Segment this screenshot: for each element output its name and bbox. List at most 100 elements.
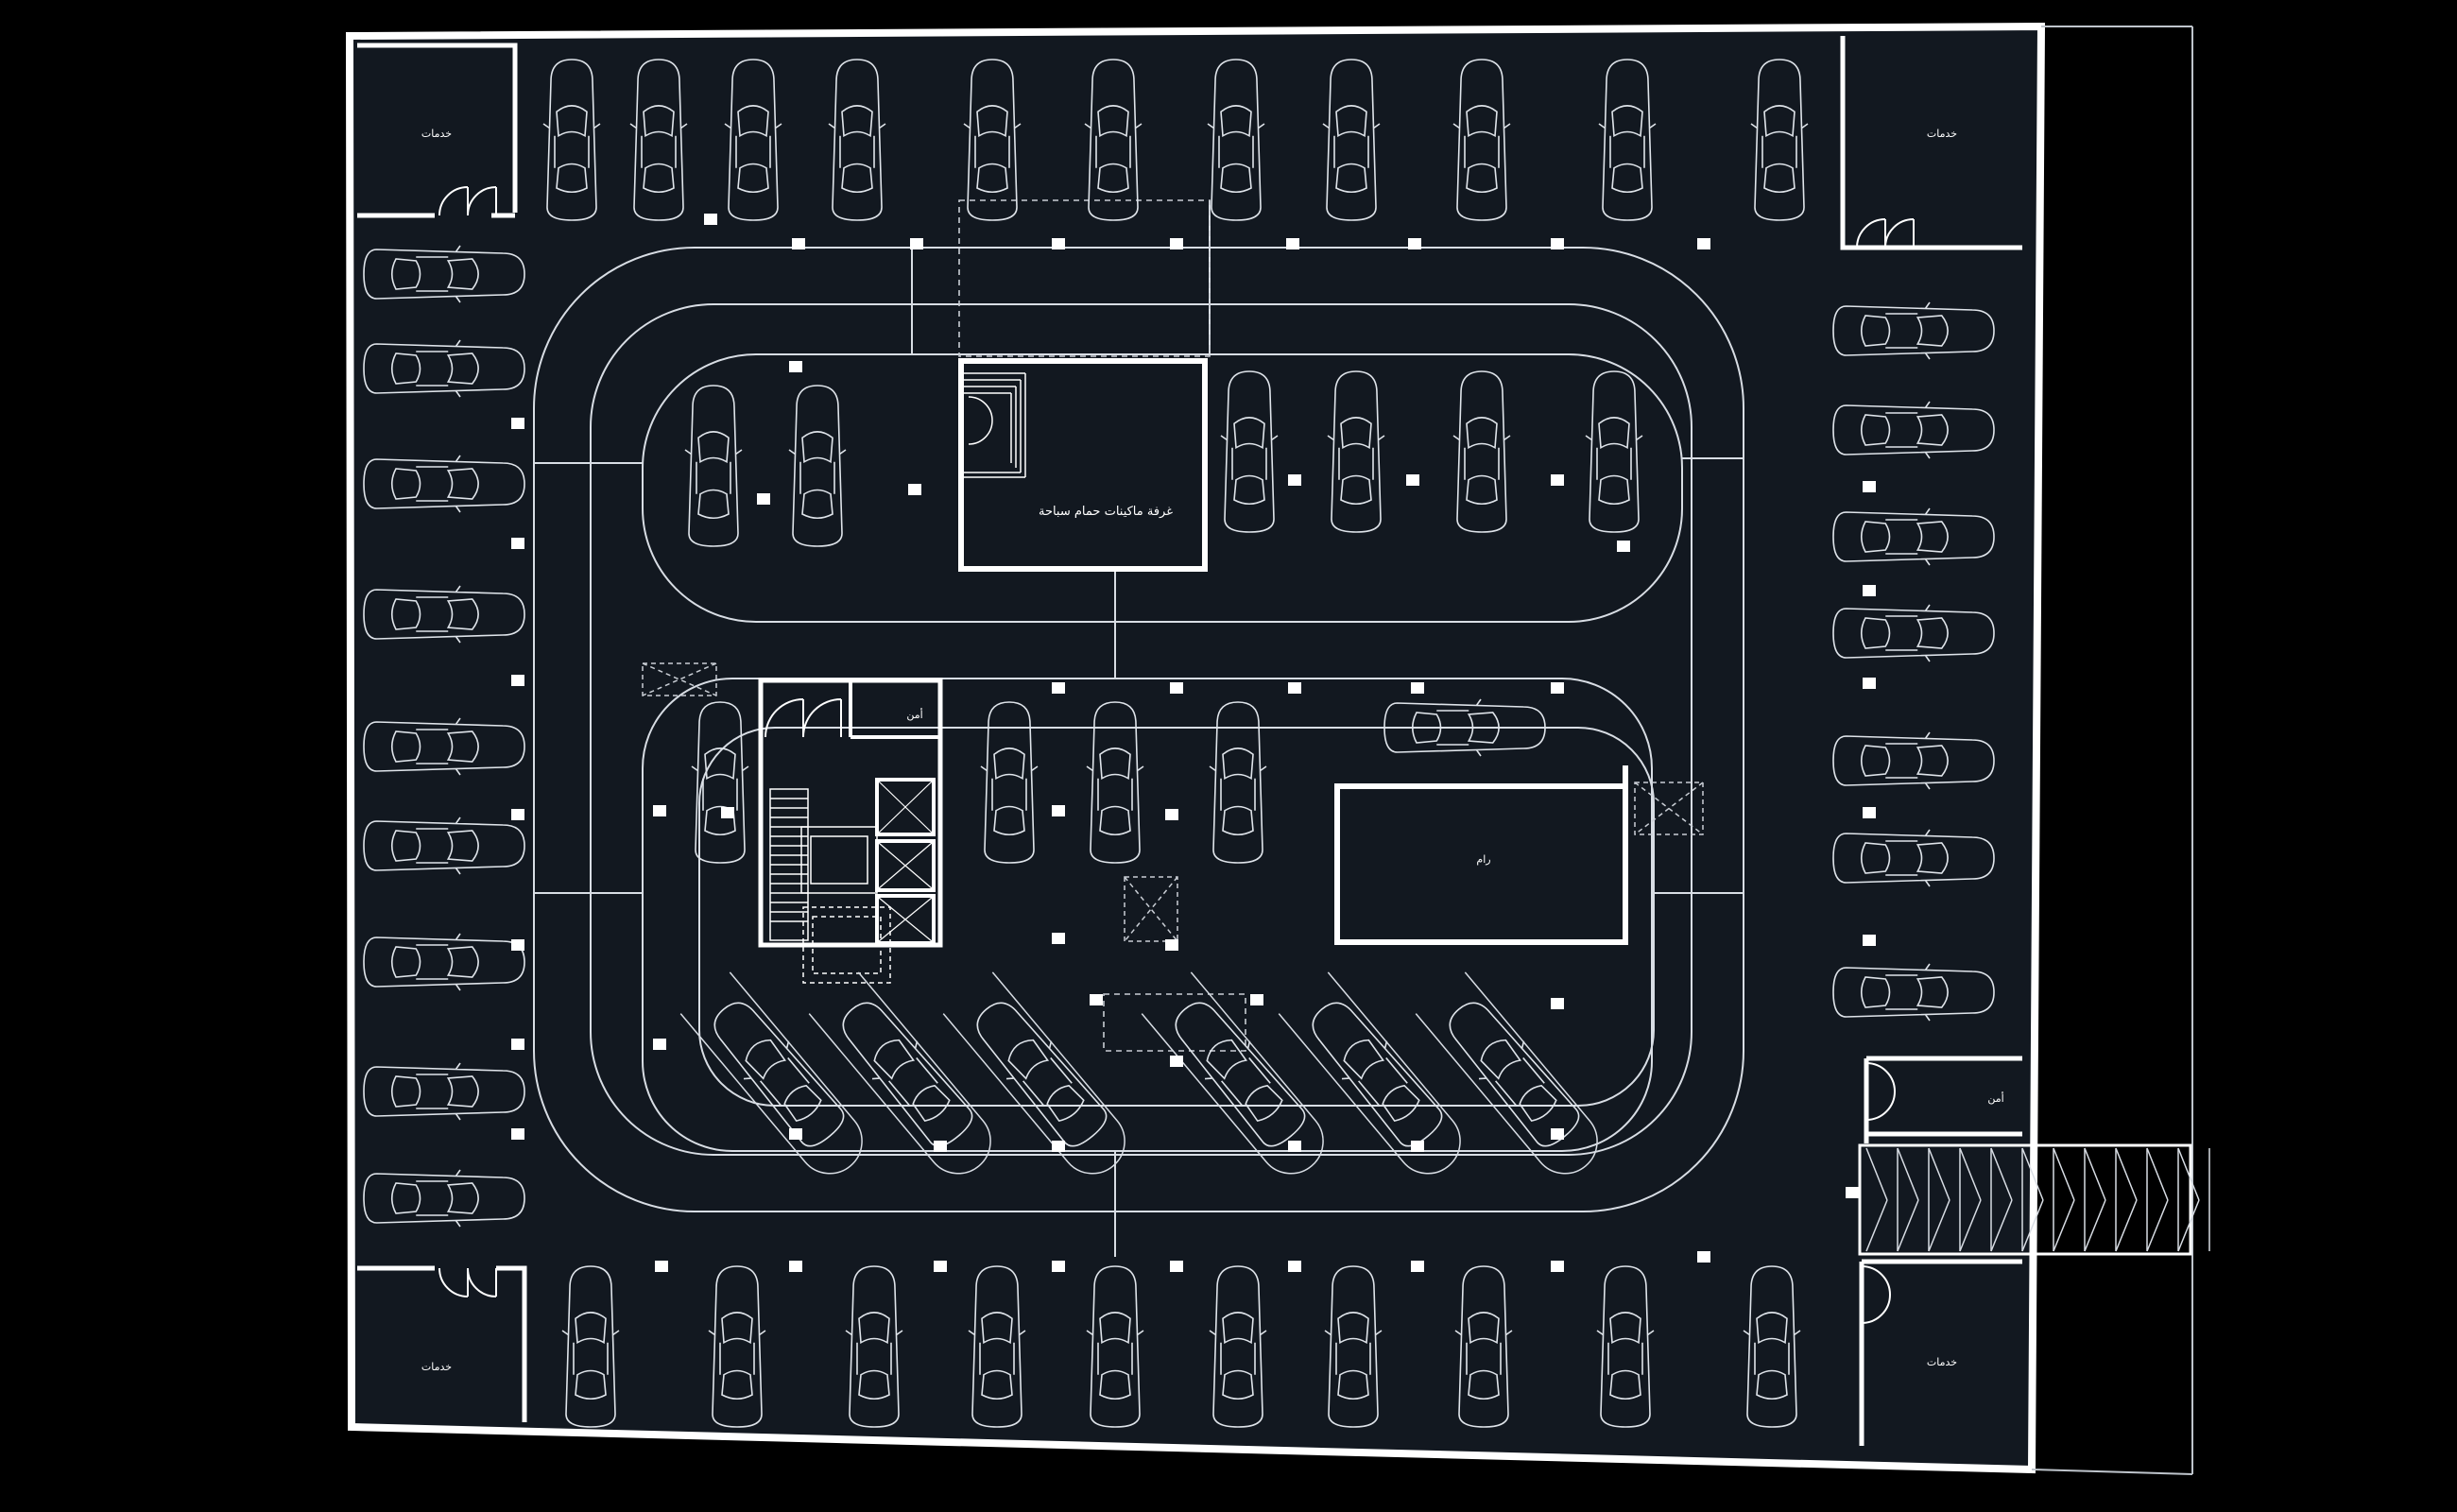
hatch-line <box>1928 1147 1950 1201</box>
column-icon <box>1617 541 1630 552</box>
floor-slab <box>350 26 2041 1469</box>
column-icon <box>1551 1261 1564 1272</box>
column-icon <box>1052 238 1065 249</box>
hatch-line <box>2177 1199 2200 1252</box>
car-icon <box>968 1265 1026 1428</box>
column-icon <box>934 1261 947 1272</box>
door-swing-icon <box>1856 218 1915 249</box>
column-icon <box>1288 1141 1301 1152</box>
hatch-line <box>1865 1147 1888 1201</box>
door-swing-icon <box>438 1267 497 1297</box>
car-icon <box>1454 1265 1513 1428</box>
column-icon <box>789 1128 802 1140</box>
security-label-core: أمن <box>906 708 922 721</box>
car-icon <box>1452 370 1511 533</box>
car-icon <box>1832 604 1995 662</box>
island-bottom-curb <box>698 727 1655 1107</box>
room-wall <box>496 1265 527 1422</box>
door-swing-icon <box>1861 1265 1891 1324</box>
void-x-icon <box>1634 782 1704 835</box>
entrance-frame <box>1858 1143 2192 1256</box>
car-icon <box>1585 370 1643 533</box>
column-icon <box>1551 998 1564 1009</box>
machine-room-label: غرفة ماكينات حمام سباحة <box>1039 505 1173 519</box>
car-icon <box>1322 59 1381 221</box>
hatch-line <box>1865 1199 1888 1252</box>
column-icon <box>721 807 734 818</box>
column-icon <box>1411 1141 1424 1152</box>
parking-cars <box>363 59 1995 1428</box>
car-icon <box>1452 59 1511 221</box>
car-icon <box>1832 401 1995 459</box>
outer-structure <box>345 22 2193 1475</box>
column-icon <box>511 418 524 429</box>
column-icon <box>1551 682 1564 694</box>
column-icon <box>789 361 802 372</box>
column-icon <box>653 1039 666 1050</box>
column-icon <box>704 214 717 225</box>
car-icon <box>629 59 688 221</box>
car-icon <box>684 385 743 547</box>
door-swing-icon <box>1865 1062 1896 1121</box>
dashed-zone <box>1103 993 1246 1052</box>
hatch-line <box>1990 1199 2013 1252</box>
column-icon <box>1090 994 1103 1005</box>
car-icon <box>1596 1265 1655 1428</box>
car-icon <box>1312 1002 1443 1147</box>
column-icon <box>1863 585 1876 596</box>
column-icon <box>1052 805 1065 816</box>
hatch-line <box>2053 1147 2075 1201</box>
hatch-line <box>2084 1199 2106 1252</box>
car-icon <box>561 1265 620 1428</box>
car-icon <box>1449 1002 1580 1147</box>
column-icon <box>1411 1261 1424 1272</box>
hatch-line <box>2177 1147 2200 1201</box>
car-icon <box>1209 1265 1267 1428</box>
column-icon <box>1165 939 1178 951</box>
diagonal-stall <box>942 971 1125 1175</box>
column-icon <box>1408 238 1421 249</box>
column-icon <box>511 1039 524 1050</box>
lane-outer <box>533 247 1744 1212</box>
hatch-line <box>2146 1199 2169 1252</box>
car-icon <box>1832 507 1995 566</box>
car-icon <box>845 1265 903 1428</box>
column-icon <box>1170 1056 1183 1067</box>
elevator-shafts <box>875 778 936 945</box>
column-icon <box>1288 474 1301 486</box>
entrance-ramp <box>1858 1143 2210 1256</box>
column-icon <box>757 493 770 505</box>
column-icon <box>1863 807 1876 818</box>
services-label-bottom-left: خدمات <box>421 1361 452 1373</box>
column-icon <box>1165 809 1178 820</box>
hatch-line <box>2053 1199 2075 1252</box>
column-icon <box>511 538 524 549</box>
entrance-hatch <box>1865 1147 2210 1252</box>
hatch-line <box>2115 1199 2138 1252</box>
car-icon <box>788 385 847 547</box>
car-icon <box>828 59 886 221</box>
diagonal-stall <box>808 971 991 1175</box>
machine-room <box>958 358 1208 572</box>
island-bottom <box>642 678 1653 1152</box>
car-icon <box>1209 701 1267 864</box>
car-icon <box>363 455 525 513</box>
column-icon <box>1052 1141 1065 1152</box>
car-icon <box>363 1062 525 1121</box>
column-icon <box>511 1128 524 1140</box>
void-x-icon <box>1124 876 1178 942</box>
column-icon <box>1288 1261 1301 1272</box>
parking-columns <box>511 214 1876 1272</box>
car-icon <box>1175 1002 1306 1147</box>
column-icon <box>511 809 524 820</box>
door-swing-icon <box>765 698 842 738</box>
hatch-line <box>2021 1199 2044 1252</box>
car-icon <box>1832 731 1995 790</box>
column-icon <box>1863 481 1876 492</box>
car-icon <box>363 933 525 991</box>
column-icon <box>1170 1261 1183 1272</box>
column-icon <box>1551 238 1564 249</box>
car-icon <box>1832 963 1995 1022</box>
diagonal-stall <box>1141 971 1324 1175</box>
